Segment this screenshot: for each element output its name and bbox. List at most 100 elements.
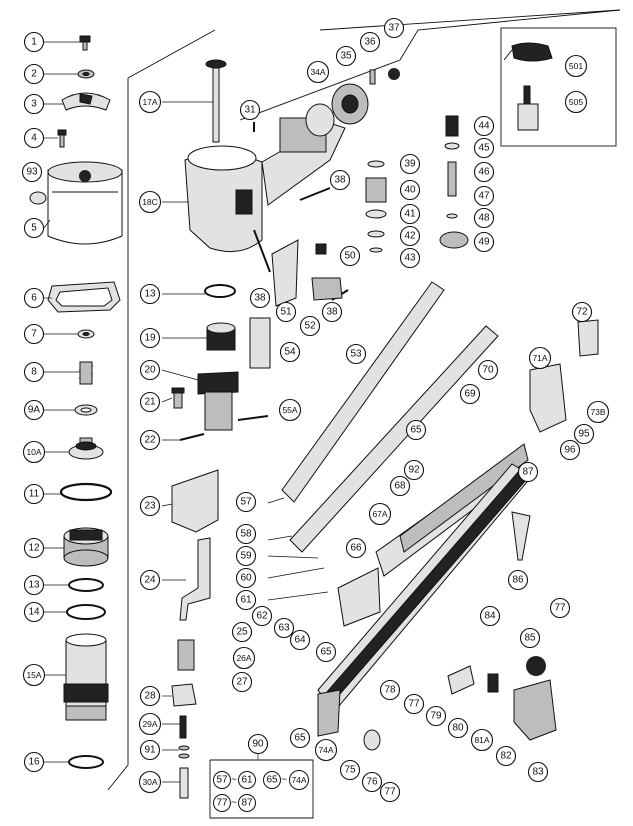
callout-circle (459, 383, 481, 405)
callout-label: 6 (31, 293, 37, 304)
callout-c10a: 10A (22, 440, 46, 464)
callout-c77a: 77 (403, 693, 425, 715)
callout-circle (239, 99, 261, 121)
callout-circle (425, 705, 447, 727)
callout-label: 1 (31, 37, 37, 48)
callout-circle (473, 185, 495, 207)
callout-c44: 44 (473, 115, 495, 137)
callout-circle (470, 728, 494, 752)
callout-c19: 19 (139, 327, 161, 349)
callout-c86: 86 (507, 569, 529, 591)
left-column-parts (29, 35, 123, 769)
callout-label: 3 (31, 99, 37, 110)
callout-label: 69 (464, 389, 476, 400)
callout-circle (477, 359, 499, 381)
callout-label: 24 (144, 575, 156, 586)
callout-circle (517, 461, 539, 483)
callout-circle (368, 502, 392, 526)
callout-circle (235, 545, 257, 567)
callout-label: 78 (384, 685, 396, 696)
callout-label: 505 (569, 97, 583, 107)
callout-c8: 8 (23, 361, 45, 383)
callout-label: 46 (478, 167, 490, 178)
callout-circle (138, 90, 162, 114)
callout-label: 38 (254, 293, 266, 304)
callout-c66: 66 (345, 537, 367, 559)
callout-label: 84 (484, 611, 496, 622)
callout-circle (235, 589, 257, 611)
callout-circle (289, 727, 311, 749)
callout-c51: 51 (275, 301, 297, 323)
callout-circle (251, 605, 273, 627)
callout-c38a: 38 (329, 169, 351, 191)
callout-c21: 21 (139, 391, 161, 413)
callout-label: 63 (278, 623, 290, 634)
callout-circle (139, 685, 161, 707)
callout-label: 92 (408, 465, 420, 476)
callout-circle (139, 569, 161, 591)
callout-label: 87 (522, 467, 534, 478)
callout-label: 34A (310, 67, 325, 77)
callout-c50: 50 (339, 245, 361, 267)
callout-label: 10A (26, 447, 41, 457)
callout-c52: 52 (299, 315, 321, 337)
callout-circle (23, 31, 45, 53)
callout-label: 37 (388, 23, 400, 34)
callout-circle (23, 574, 45, 596)
callout-c46: 46 (473, 161, 495, 183)
callout-circle (473, 137, 495, 159)
callout-circle (405, 419, 427, 441)
callout-c79: 79 (425, 705, 447, 727)
callout-circle (383, 17, 405, 39)
callout-c39: 39 (399, 153, 421, 175)
callout-c17a: 17A (138, 90, 162, 114)
callout-c83: 83 (527, 761, 549, 783)
callout-circle (22, 663, 46, 687)
callout-c3: 3 (23, 93, 45, 115)
callout-c78: 78 (379, 679, 401, 701)
callout-c72: 72 (571, 301, 593, 323)
callout-label: 60 (240, 573, 252, 584)
callout-c40: 40 (399, 179, 421, 201)
callout-c74a: 74A (314, 738, 338, 762)
callout-c58: 58 (235, 523, 257, 545)
callout-circle (315, 641, 337, 663)
callout-c64: 64 (289, 629, 311, 651)
callout-label: 65 (320, 647, 332, 658)
callout-label: 14 (28, 607, 40, 618)
callout-c38b: 38 (249, 287, 271, 309)
callout-c87: 87 (517, 461, 539, 483)
callout-circle (473, 115, 495, 137)
callout-label: 501 (569, 61, 583, 71)
callout-circle (479, 605, 501, 627)
callout-label: 35 (340, 51, 352, 62)
callout-circle (586, 400, 610, 424)
callout-c48: 48 (473, 207, 495, 229)
callout-label: 41 (404, 209, 416, 220)
callout-circle (359, 31, 381, 53)
callout-label: 90 (252, 739, 264, 750)
callout-circle (473, 161, 495, 183)
callout-circle (232, 646, 256, 670)
callout-c11: 11 (23, 483, 45, 505)
callout-label: 27 (236, 677, 248, 688)
callout-circle (22, 440, 46, 464)
callout-circle (559, 439, 581, 461)
callout-circle (138, 190, 162, 214)
callout-circle (289, 629, 311, 651)
callout-circle (23, 217, 45, 239)
callout-circle (275, 301, 297, 323)
ref-61: 61 (241, 775, 253, 786)
callout-label: 19 (144, 333, 156, 344)
callout-c77c: 77 (379, 781, 401, 803)
callout-c84: 84 (479, 605, 501, 627)
callout-circle (21, 161, 43, 183)
callout-label: 85 (524, 633, 536, 644)
callout-label: 50 (344, 251, 356, 262)
callout-circle (329, 169, 351, 191)
callout-label: 4 (31, 133, 37, 144)
callout-label: 64 (294, 635, 306, 646)
callout-c23: 23 (139, 495, 161, 517)
callout-label: 18C (142, 197, 158, 207)
callout-circle (249, 287, 271, 309)
